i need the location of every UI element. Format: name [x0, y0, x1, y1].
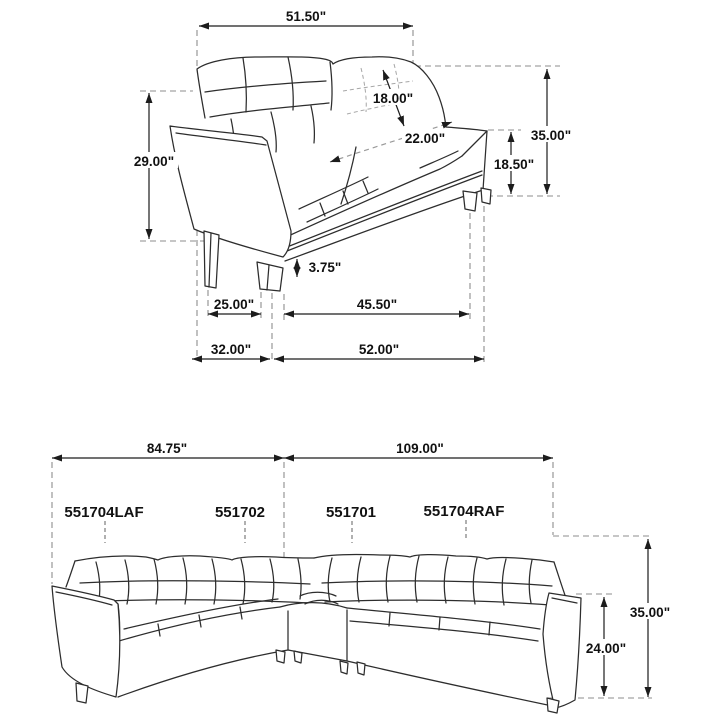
sectional-left-arm: [51, 585, 121, 698]
loveseat-right-back-leg: [480, 187, 492, 205]
dim-seat-depth: 22.00": [329, 121, 453, 163]
sectional-right-arm-leg: [546, 697, 560, 714]
dim-seat-depth-label: 22.00": [405, 131, 445, 146]
part-label-armless: 551701: [326, 504, 376, 521]
sectional-left-seat-front: [118, 606, 281, 642]
sectional-corner-leg-right: [293, 650, 303, 664]
dim-arm-height: 29.00": [130, 93, 178, 239]
dim-sectional-arm-height: 24.00": [582, 597, 629, 696]
loveseat-seat-front-edge: [283, 155, 463, 239]
dim-back-cushion-height-label: 18.00": [373, 91, 413, 106]
dim-back-width-label: 51.50": [286, 9, 326, 24]
loveseat-diagram: 51.50" 29.00" 35.00" 18.50" 18.00": [130, 9, 575, 363]
sectional-part-labels: 551704LAF 551702 551701 551704RAF: [64, 503, 504, 543]
dim-inner-front-width-label: 25.00": [214, 297, 254, 312]
dim-seat-front-width: 45.50": [284, 297, 469, 318]
sectional-corner-leg-left: [275, 649, 286, 664]
dim-sectional-arm-height-label: 24.00": [586, 641, 626, 656]
dim-back-cushion-height: 18.00": [370, 69, 417, 127]
loveseat-back-outline: [196, 56, 447, 128]
dim-side-depth: 32.00": [192, 342, 270, 363]
sectional-back-left-top: [74, 555, 315, 562]
dim-back-width: 51.50": [199, 9, 413, 30]
dim-seat-back-height: 18.50": [490, 132, 537, 194]
dim-leg-height-label: 3.75": [309, 260, 342, 275]
loveseat-right-front-leg: [462, 190, 478, 212]
label-background: [370, 89, 417, 105]
dim-right-section-width-label: 109.00": [396, 441, 444, 456]
dim-sectional-overall-height-label: 35.00": [630, 605, 670, 620]
dim-overall-width: 52.00": [274, 342, 484, 363]
dim-overall-height-label: 35.00": [531, 128, 571, 143]
dim-overall-height: 35.00": [527, 69, 575, 194]
sectional-left-base-bottom: [117, 649, 289, 698]
label-background: [582, 639, 629, 655]
part-label-raf: 551704RAF: [424, 503, 505, 520]
sectional-right-base-bottom: [346, 660, 558, 708]
dim-arm-height-label: 29.00": [134, 154, 174, 169]
loveseat-dimensions: 51.50" 29.00" 35.00" 18.50" 18.00": [130, 9, 575, 363]
sectional-right-seat-front: [346, 607, 541, 630]
dim-seat-front-width-label: 45.50": [357, 297, 397, 312]
dim-right-section-width: 109.00": [284, 441, 553, 462]
loveseat-base-bottom-edge: [284, 189, 484, 262]
loveseat-left-arm: [169, 125, 292, 258]
loveseat-center-leg: [256, 261, 284, 292]
dim-left-section-width-label: 84.75": [147, 441, 187, 456]
dim-overall-width-label: 52.00": [359, 342, 399, 357]
dim-leg-height: 3.75": [293, 259, 342, 277]
label-background: [490, 155, 537, 171]
sectional-diagram: 551704LAF 551702 551701 551704RAF 84.75"…: [51, 441, 674, 714]
sectional-mid-leg-left: [339, 660, 349, 675]
dim-sectional-overall-height: 35.00": [626, 539, 674, 697]
dim-side-depth-label: 32.00": [211, 342, 251, 357]
sectional-left-arm-leg: [75, 682, 89, 704]
label-background: [130, 152, 178, 168]
loveseat-left-leg: [203, 230, 220, 289]
part-label-laf: 551704LAF: [64, 504, 143, 521]
sectional-back-right-top: [313, 553, 555, 563]
dim-left-section-width: 84.75": [52, 441, 284, 462]
dim-inner-front-width: 25.00": [208, 297, 261, 318]
sectional-dimensions: 84.75" 109.00" 35.00" 24.00": [52, 441, 674, 697]
dim-seat-back-height-label: 18.50": [494, 157, 534, 172]
label-background: [527, 126, 575, 142]
label-background: [626, 603, 674, 619]
sectional-line-drawing: [51, 553, 582, 714]
sectional-mid-leg-right: [356, 661, 366, 676]
part-label-corner: 551702: [215, 504, 265, 521]
label-background: [402, 129, 449, 145]
